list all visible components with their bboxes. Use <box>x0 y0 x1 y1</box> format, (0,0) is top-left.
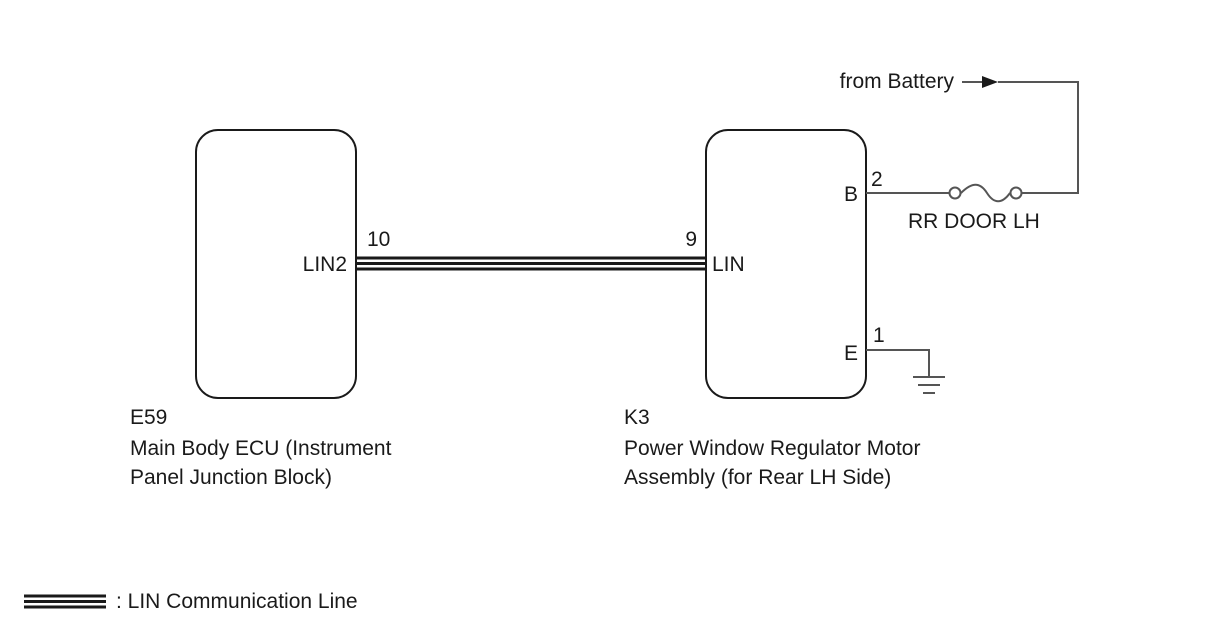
motor-e-pin-name: E <box>844 342 858 365</box>
lin-communication-line <box>356 256 706 271</box>
motor-lin-pin-number: 9 <box>685 228 697 251</box>
fuse-label: RR DOOR LH <box>908 210 1040 233</box>
battery-feed-wire <box>998 81 1079 194</box>
ecu-pin-name: LIN2 <box>303 253 347 276</box>
from-battery-label: from Battery <box>840 70 955 93</box>
ecu-pin-number: 10 <box>367 228 390 251</box>
motor-name-line1: Power Window Regulator Motor <box>624 437 920 460</box>
legend-label: : LIN Communication Line <box>116 590 358 613</box>
motor-e-pin-number: 1 <box>873 324 885 347</box>
motor-name-line2: Assembly (for Rear LH Side) <box>624 466 891 489</box>
motor-code: K3 <box>624 406 650 429</box>
motor-b-pin-name: B <box>844 183 858 206</box>
legend-lin-line-sample <box>24 594 106 609</box>
ecu-name-line2: Panel Junction Block) <box>130 466 332 489</box>
ground-wire <box>866 349 930 376</box>
ecu-name-line1: Main Body ECU (Instrument <box>130 437 392 460</box>
ground-icon <box>913 376 945 394</box>
motor-b-pin-number: 2 <box>871 168 883 191</box>
battery-arrow-icon <box>982 76 998 88</box>
motor-lin-pin-name: LIN <box>712 253 745 276</box>
fuse-symbol <box>948 183 1023 203</box>
ecu-code: E59 <box>130 406 167 429</box>
